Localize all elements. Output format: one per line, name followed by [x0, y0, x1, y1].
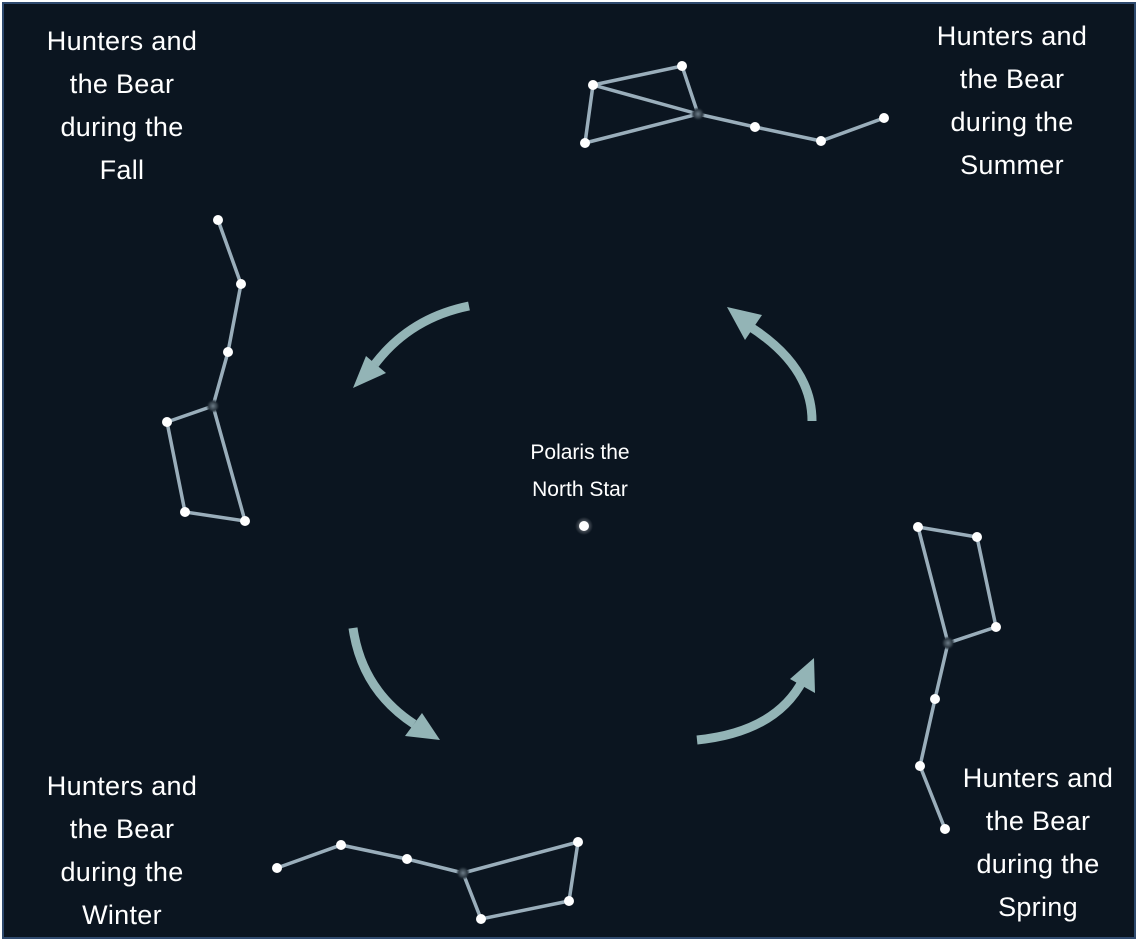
arrow-fall-to-winter: [348, 627, 440, 740]
star: [236, 279, 246, 289]
star: [915, 761, 925, 771]
polaris-star: [579, 521, 589, 531]
polaris-label: Polaris the North Star: [530, 441, 630, 501]
star: [402, 854, 412, 864]
star: [223, 347, 233, 357]
constellation-summer: [580, 61, 889, 148]
rotation-arrows: [348, 301, 817, 745]
star: [972, 532, 982, 542]
star: [691, 107, 705, 121]
star: [162, 417, 172, 427]
star: [913, 522, 923, 532]
label-fall: Hunters and the Bear during the Fall: [46, 26, 198, 185]
label-winter: Hunters and the Bear during the Winter: [46, 771, 198, 930]
star: [272, 863, 282, 873]
constellation-winter: [272, 837, 583, 924]
star: [336, 840, 346, 850]
star: [573, 837, 583, 847]
constellation-spring: [913, 522, 1001, 834]
arrow-summer-to-fall: [353, 301, 470, 388]
star: [677, 61, 687, 71]
star: [580, 138, 590, 148]
star: [588, 80, 598, 90]
label-spring: Hunters and the Bear during the Spring: [962, 763, 1114, 922]
star: [816, 136, 826, 146]
star: [476, 914, 486, 924]
star: [213, 215, 223, 225]
arrow-winter-to-spring: [696, 658, 815, 745]
star: [930, 694, 940, 704]
star: [991, 622, 1001, 632]
star: [564, 896, 574, 906]
star: [180, 507, 190, 517]
label-summer: Hunters and the Bear during the Summer: [936, 21, 1088, 180]
star: [941, 636, 955, 650]
star: [456, 866, 470, 880]
star: [206, 399, 220, 413]
star: [750, 122, 760, 132]
arrow-spring-to-summer: [727, 307, 817, 422]
star: [879, 113, 889, 123]
star: [940, 824, 950, 834]
constellation-fall: [162, 215, 250, 526]
star: [240, 516, 250, 526]
